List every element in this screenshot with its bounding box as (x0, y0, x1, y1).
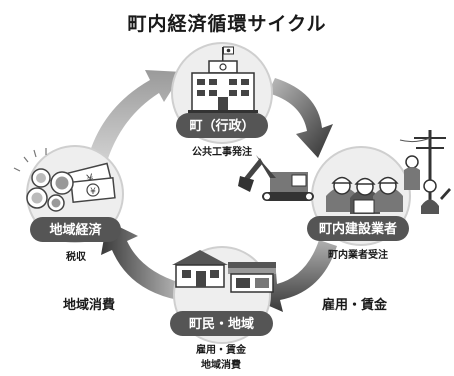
svg-text:¥: ¥ (85, 171, 95, 185)
arrow-residents-to-economy (101, 221, 181, 300)
residents-sublabel-line2: 地域消費 (201, 360, 241, 371)
economy-label: 地域経済 (49, 222, 102, 238)
residents-label-pill (170, 311, 273, 336)
contractors-label-pill (307, 216, 409, 241)
flow-label-employment: 雇用・賃金 (322, 298, 388, 313)
residents-label: 町民・地域 (189, 316, 254, 332)
worker-tool-icon (421, 179, 451, 214)
economy-sublabel: 税収 (66, 252, 86, 263)
svg-text:¥: ¥ (90, 187, 96, 197)
money-icon: ¥ ¥ (13, 148, 116, 212)
diagram-title: 町内経済循環サイクル (127, 13, 327, 35)
flow-label-consumption: 地域消費 (63, 298, 116, 313)
excavator-icon (238, 155, 314, 201)
houses-shop-icon (172, 250, 276, 293)
contractors-sublabel: 町内業者受注 (328, 250, 388, 261)
town-label: 町（行政） (189, 118, 254, 134)
arrow-town-to-contractors (268, 78, 333, 158)
residents-sublabel-line1: 雇用・賃金 (196, 345, 246, 356)
town-hall-icon (188, 46, 258, 113)
town-label-pill (176, 113, 268, 138)
arrow-economy-to-town (85, 70, 183, 172)
economy-label-pill (30, 217, 121, 242)
contractors-label: 町内建設業者 (319, 221, 397, 237)
arrow-contractors-to-residents (251, 240, 337, 312)
workers-group-icon (326, 176, 403, 214)
town-sublabel: 公共工事発注 (192, 147, 252, 158)
